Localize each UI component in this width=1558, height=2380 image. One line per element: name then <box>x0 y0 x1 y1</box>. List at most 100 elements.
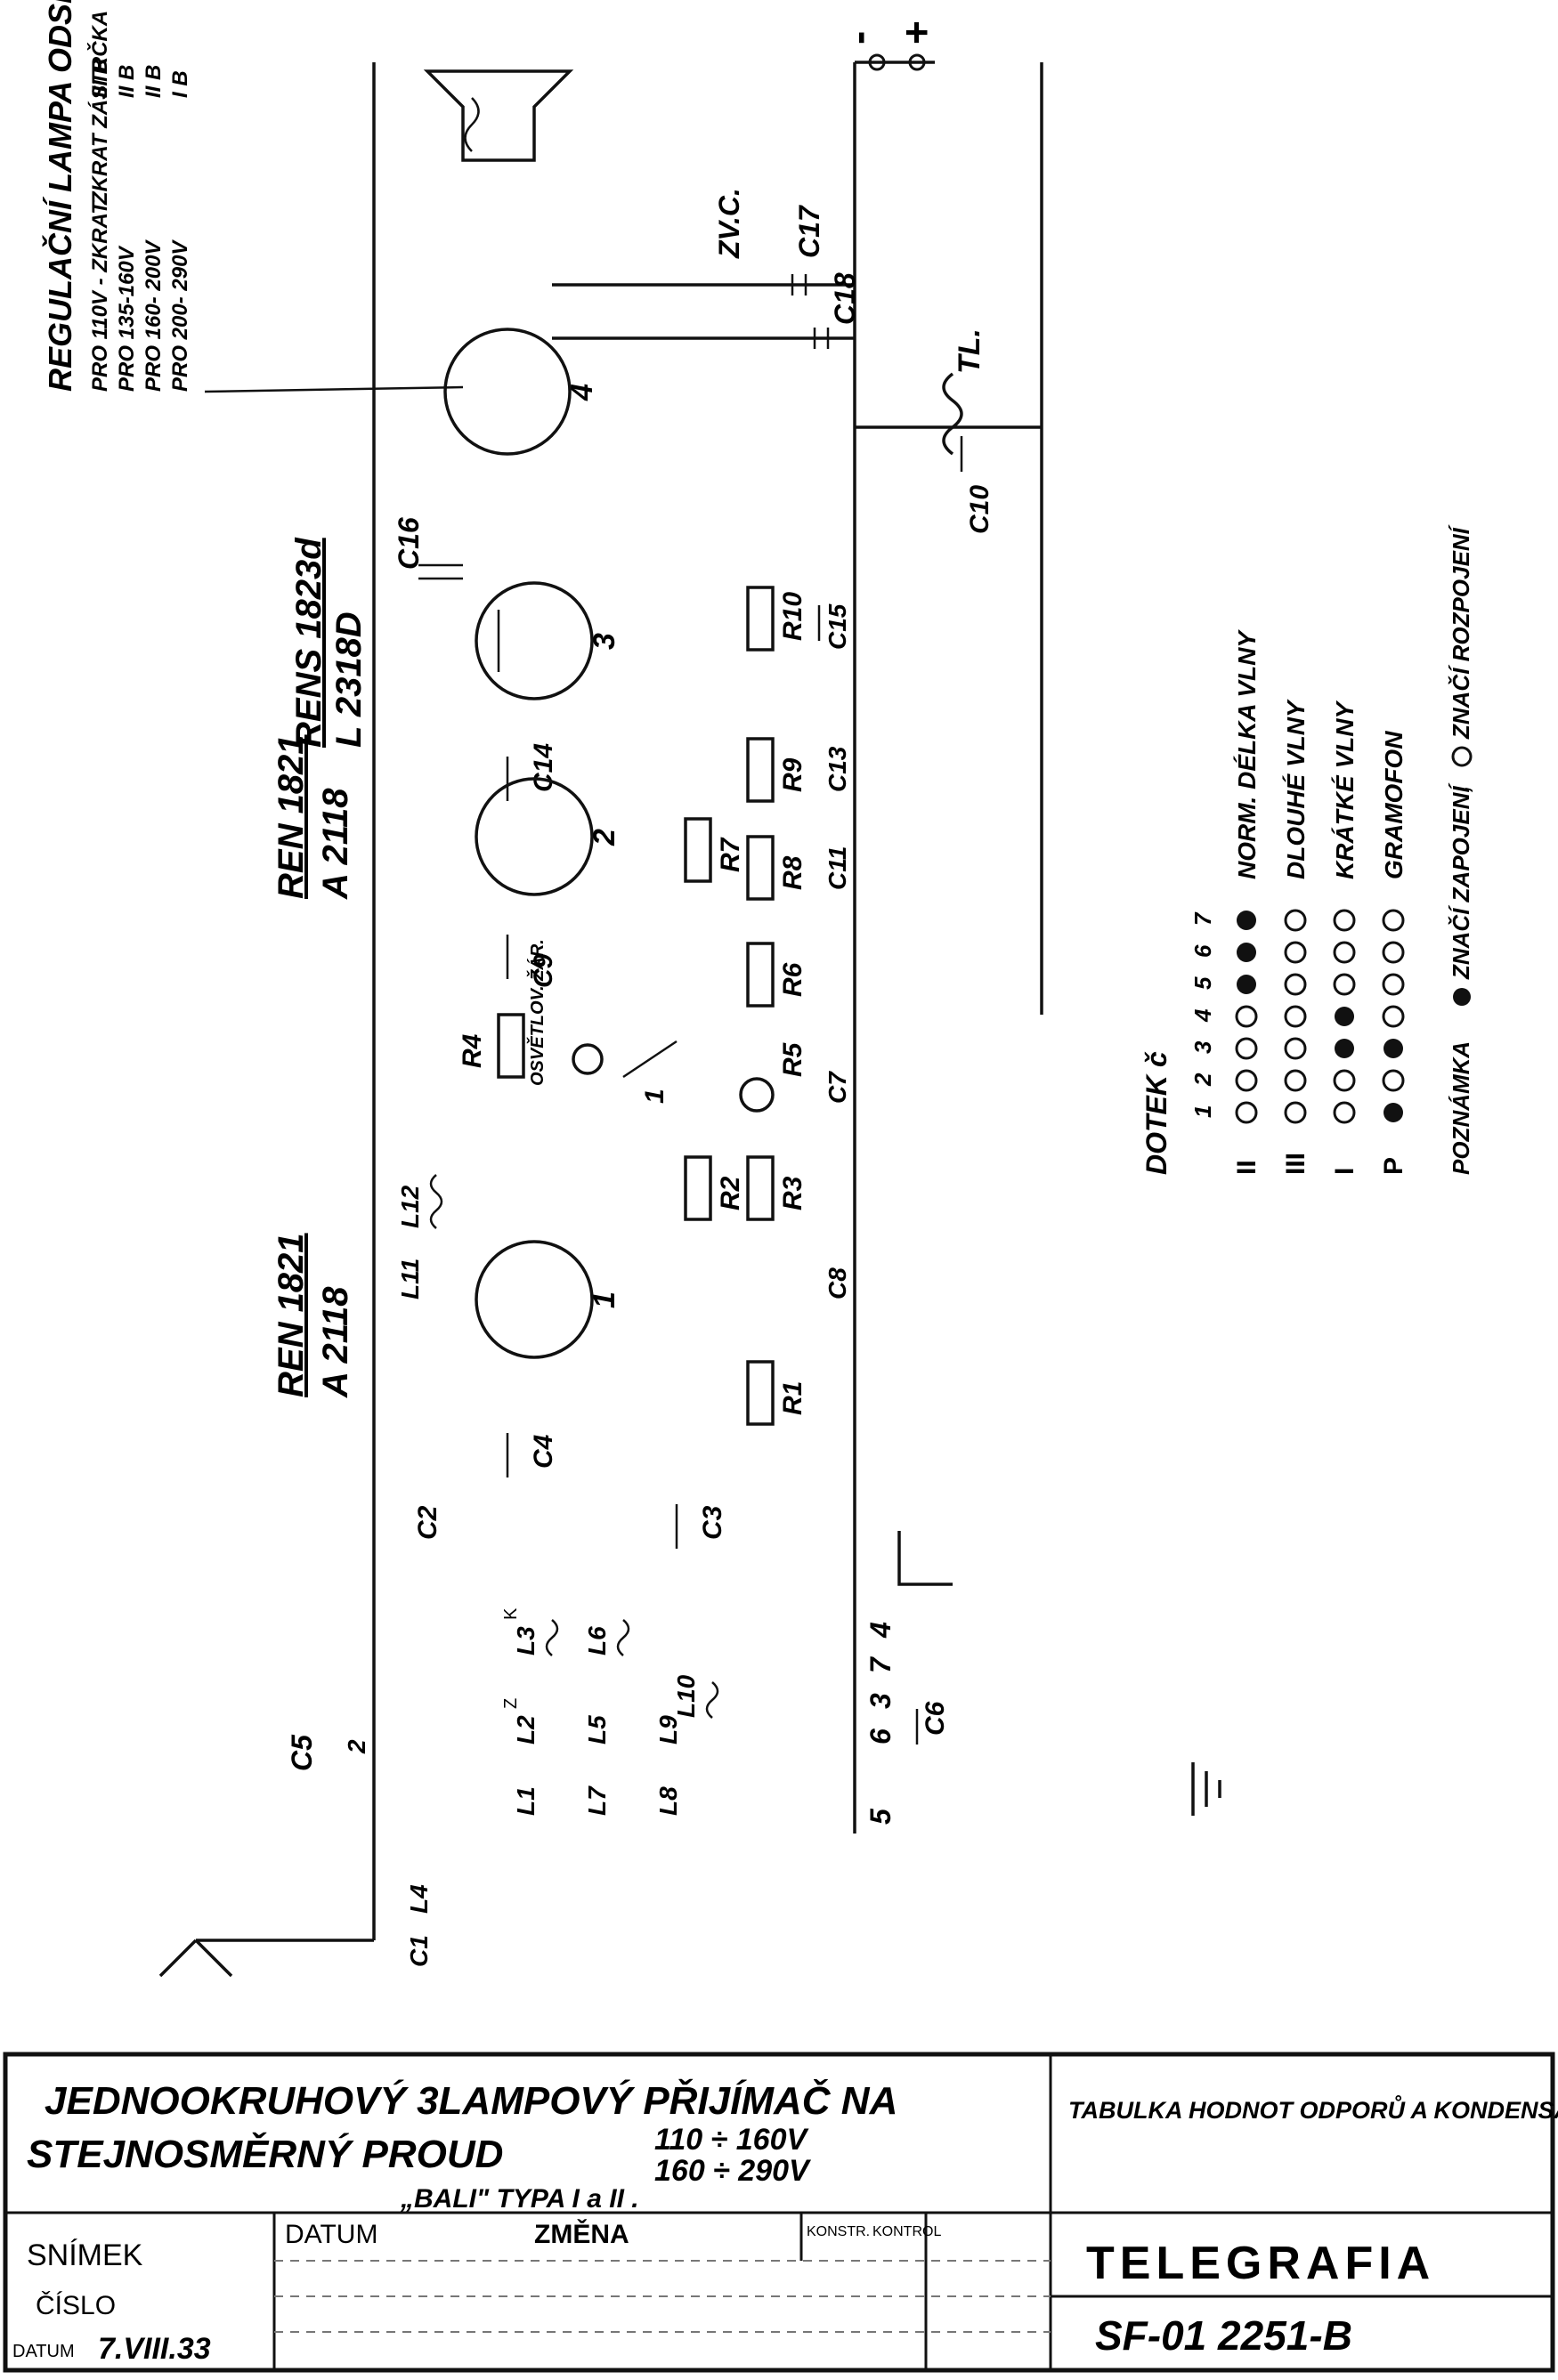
c8-label: C8 <box>824 1267 851 1299</box>
regulation-row-2-plug: II B <box>115 65 139 98</box>
contact-dot-r2-c1 <box>1333 1069 1356 1092</box>
r6 <box>746 942 775 1008</box>
datum-label: DATUM <box>12 2342 75 2361</box>
r1 <box>746 1360 775 1426</box>
regulation-row-4-plug: I B <box>168 70 192 98</box>
col-datum: DATUM <box>285 2220 377 2249</box>
col-kontrol: KONTROL <box>872 2224 941 2239</box>
tube-3 <box>475 581 594 700</box>
contact-dot-r3-c4 <box>1382 973 1405 996</box>
c4-label: C4 <box>529 1434 558 1469</box>
contact-dot-r3-c3 <box>1382 1005 1405 1028</box>
coil-k-mark: K <box>501 1607 521 1620</box>
contact-dot-r1-c1 <box>1284 1069 1307 1092</box>
l10-label: L10 <box>672 1674 700 1718</box>
tube-1-number: 1 <box>588 1291 621 1308</box>
coil-l12 <box>429 1174 443 1229</box>
contact-row-meaning-1: DLOUHÉ VLNY <box>1282 699 1310 879</box>
minus-terminal[interactable] <box>868 53 886 71</box>
description-line-3: „BALI" TYPA I a II . <box>400 2184 639 2214</box>
c6-label: C6 <box>921 1701 950 1736</box>
contact-dot-r2-c5 <box>1333 941 1356 964</box>
regulation-note: REGULAČNÍ LAMPA ODSKRN PRO 110V - ZKRAT … <box>41 0 192 392</box>
description-line-2: STEJNOSMĚRNÝ PROUD <box>27 2132 503 2176</box>
r6-label: R6 <box>778 962 807 997</box>
regulation-leader <box>204 385 464 393</box>
voltage-a: 110 ÷ 160V <box>654 2123 809 2157</box>
regulation-row-1-plug: III B <box>88 59 112 98</box>
chassis-symbol <box>897 1531 953 1586</box>
tube-2-number: 2 <box>588 829 621 846</box>
c11-label: C11 <box>824 846 851 890</box>
contact-dot-r2-c3 <box>1335 1007 1354 1026</box>
contact-dot-r3-c6 <box>1382 909 1405 932</box>
contact-4: 4 <box>864 1622 897 1639</box>
company-name: TELEGRAFIA <box>1086 2238 1435 2289</box>
l12-label: L12 <box>396 1185 424 1228</box>
coil-l3 <box>545 1619 559 1656</box>
minus-label: - <box>835 31 881 45</box>
col-konstr: KONSTR. <box>807 2224 870 2239</box>
regulation-row-3-plug: II B <box>142 65 166 98</box>
note-open-dot <box>1451 746 1473 767</box>
r1-label: R1 <box>778 1381 807 1415</box>
antenna-symbol <box>158 1939 374 1978</box>
r5-potentiometer <box>739 1077 775 1113</box>
switch-1 <box>622 1040 678 1079</box>
regulation-row-3-range: PRO 160- 200V <box>142 239 166 392</box>
contact-dot-r1-c0 <box>1284 1101 1307 1124</box>
r10-label: R10 <box>778 592 807 641</box>
contact-6: 6 <box>864 1728 897 1745</box>
coil-l10 <box>705 1681 719 1719</box>
coil-z-mark: Z <box>501 1698 521 1709</box>
schematic-rotated-group: - + C17 ZV.C. C18 TL. C10 4 C16 REGULAČN… <box>41 0 1221 1978</box>
contact-dot-r2-c0 <box>1333 1101 1356 1124</box>
contact-row-label-2: I <box>1330 1168 1359 1175</box>
l3-label: L3 <box>512 1626 540 1655</box>
contact-dot-r2-c6 <box>1333 909 1356 932</box>
contact-column-1: 1 <box>1189 1105 1216 1118</box>
contact-row-meaning-3: GRAMOFON <box>1380 731 1408 879</box>
lamp-label: OSVĚTLOV. ŽÁR. <box>526 939 548 1086</box>
tl-label: TL. <box>953 328 986 374</box>
contact-dot-r3-c2 <box>1384 1039 1403 1058</box>
plus-terminal[interactable] <box>908 53 926 71</box>
contact-dot-r2-c2 <box>1335 1039 1354 1058</box>
contact-3: 3 <box>864 1693 897 1709</box>
snimek-label: SNÍMEK <box>27 2238 143 2272</box>
contact-dot-r3-c0 <box>1384 1103 1403 1122</box>
switch-2-label: 2 <box>343 1739 370 1754</box>
regulation-row-1-range: PRO 110V - ZKRAT <box>88 199 112 392</box>
r9 <box>746 737 775 803</box>
cislo-label: ČÍSLO <box>36 2290 116 2320</box>
c16-label: C16 <box>393 517 425 570</box>
r8 <box>746 835 775 901</box>
voltage-b: 160 ÷ 290V <box>654 2154 812 2188</box>
c5-label: C5 <box>286 1734 318 1771</box>
c14-label: C14 <box>529 743 558 792</box>
tube-3-name: RENS 1823d <box>289 537 329 748</box>
r3-label: R3 <box>778 1176 807 1210</box>
l8-label: L8 <box>654 1786 682 1816</box>
description-line-1: JEDNOOKRUHOVÝ 3LAMPOVÝ PŘIJÍMAČ NA <box>45 2077 897 2123</box>
r7-label: R7 <box>716 837 745 872</box>
l6-label: L6 <box>583 1626 611 1655</box>
note-prefix: POZNÁMKA <box>1448 1041 1474 1175</box>
datum-value: 7.VIII.33 <box>98 2332 211 2366</box>
contact-column-3: 3 <box>1189 1040 1216 1054</box>
contact-dot-r0-c2 <box>1235 1037 1258 1060</box>
r10 <box>746 586 775 652</box>
contact-dot-r1-c5 <box>1284 941 1307 964</box>
contact-row-label-1: III <box>1281 1153 1311 1175</box>
note-open-text: ZNAČÍ ROZPOJENÍ <box>1448 523 1474 740</box>
contact-dot-r0-c5 <box>1237 943 1256 962</box>
tube-3-number: 3 <box>588 633 621 650</box>
c13-label: C13 <box>824 746 851 792</box>
contact-column-7: 7 <box>1189 911 1216 926</box>
contact-row-meaning-2: KRÁTKÉ VLNY <box>1331 700 1359 879</box>
l1-label: L1 <box>512 1786 540 1816</box>
contact-dot-r1-c2 <box>1284 1037 1307 1060</box>
c10-label: C10 <box>965 485 994 534</box>
